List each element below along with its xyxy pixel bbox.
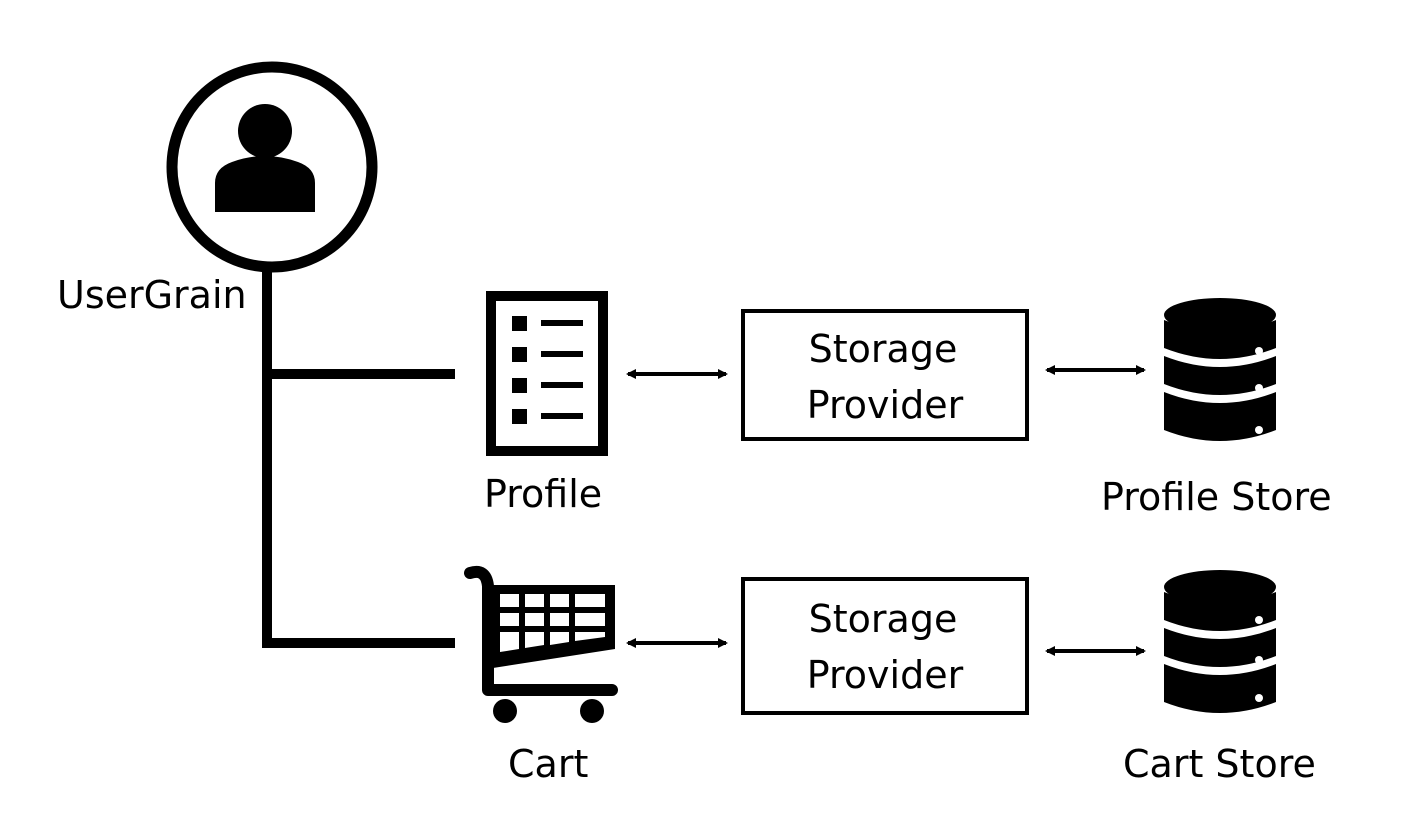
profile-label: Profile	[484, 472, 602, 516]
user-grain-label: UserGrain	[57, 273, 247, 317]
profile-storage-provider: Storage Provider	[741, 309, 1029, 441]
provider-label-line1: Storage	[809, 327, 958, 371]
provider-label-line2: Provider	[807, 653, 964, 697]
cart-row: Cart Storage Provider Cart Store	[464, 565, 1316, 786]
user-icon	[215, 104, 315, 212]
user-grain-node: UserGrain	[57, 61, 378, 317]
grain-connectors	[262, 265, 455, 648]
document-list-icon	[486, 291, 608, 456]
profile-store-label: Profile Store	[1101, 475, 1332, 519]
cart-store-label: Cart Store	[1123, 742, 1316, 786]
provider-box	[741, 309, 1029, 441]
database-icon	[1164, 570, 1276, 713]
database-icon	[1164, 298, 1276, 441]
provider-label-line1: Storage	[809, 597, 958, 641]
shopping-cart-icon	[464, 565, 618, 723]
profile-row: Profile Storage Provider Profile Store	[484, 291, 1332, 519]
provider-label-line2: Provider	[807, 383, 964, 427]
cart-storage-provider: Storage Provider	[741, 577, 1029, 715]
provider-box	[741, 577, 1029, 715]
cart-label: Cart	[508, 742, 588, 786]
